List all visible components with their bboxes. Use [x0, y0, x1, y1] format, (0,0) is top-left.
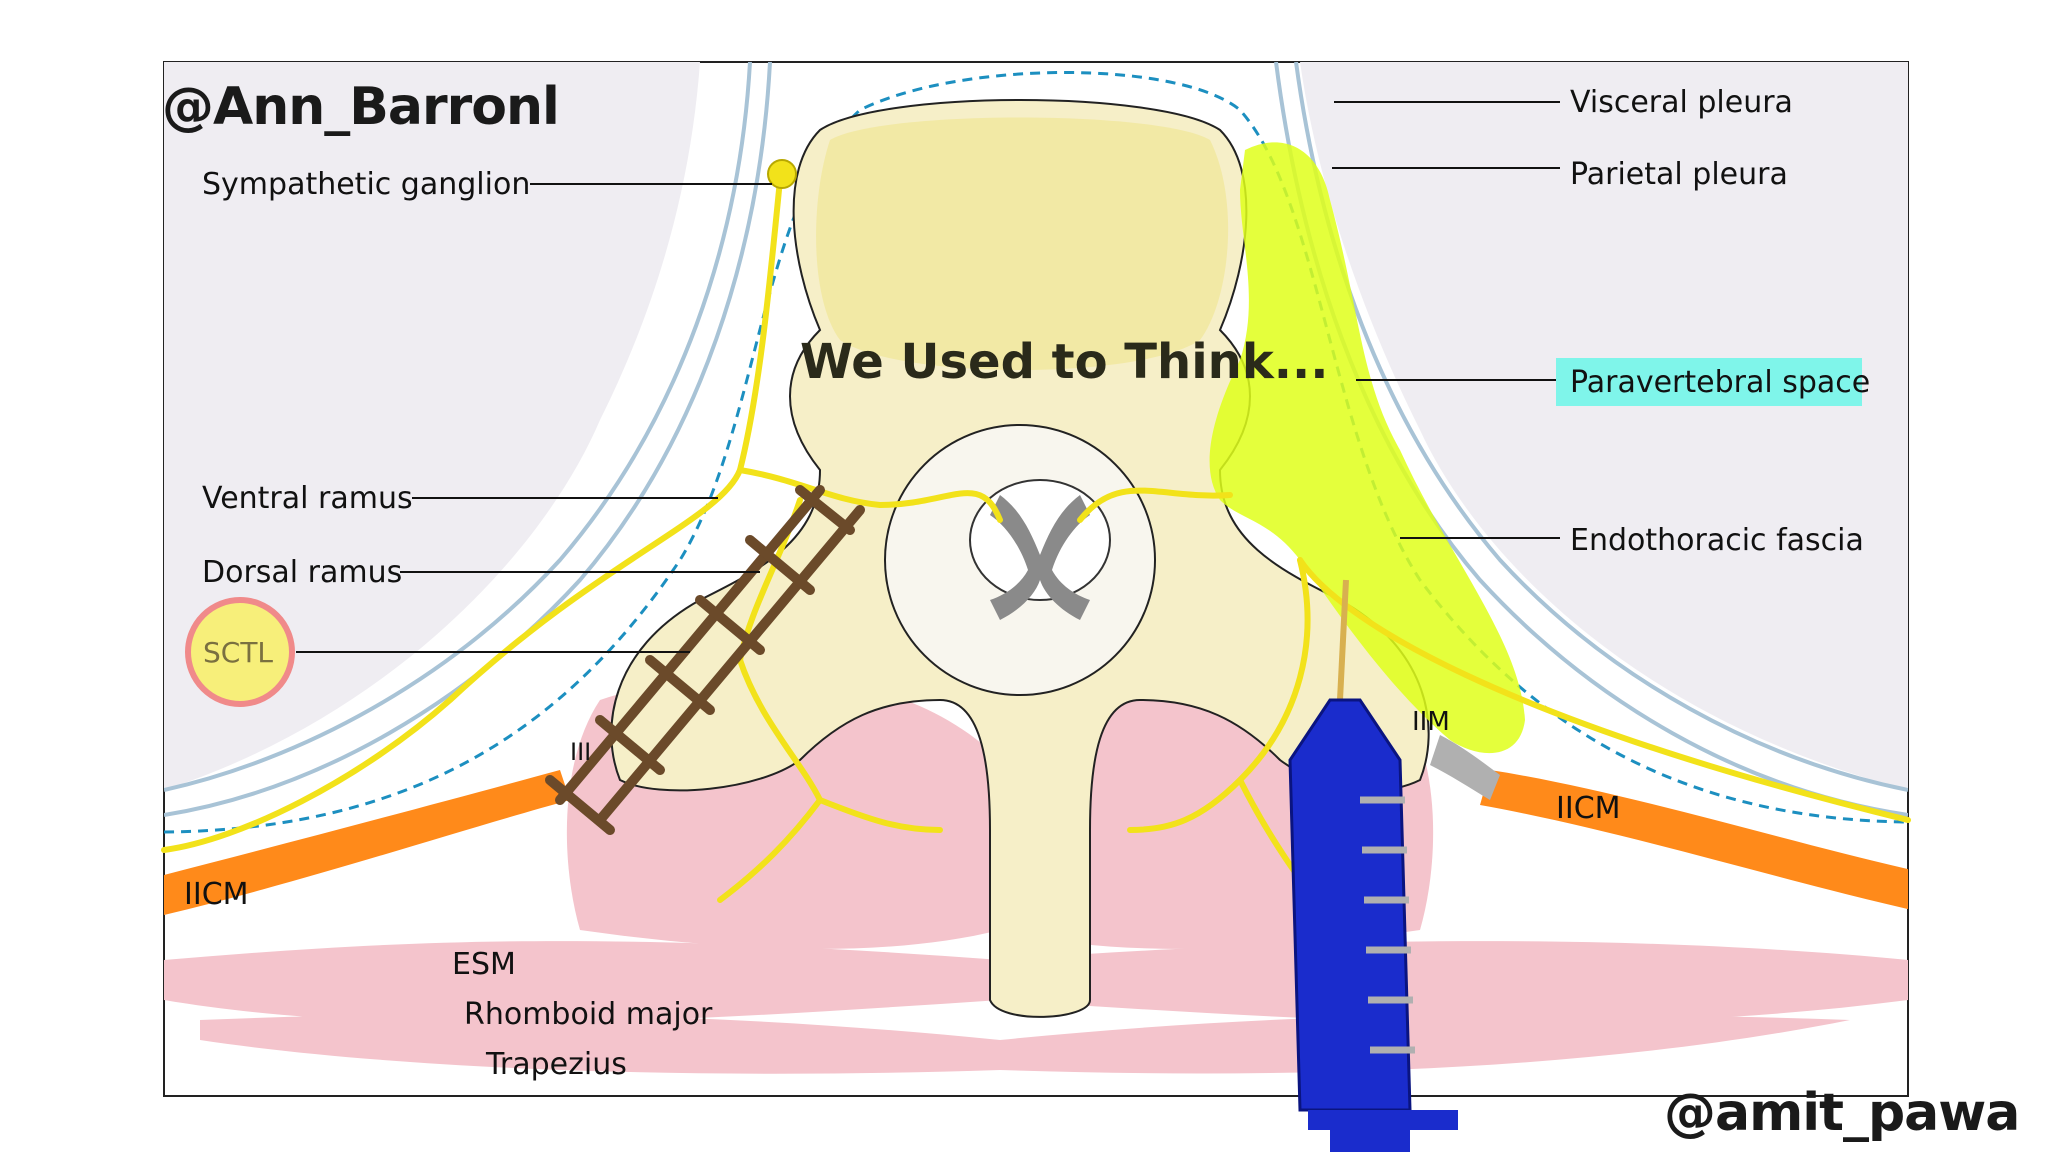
paravertebral-label-highlight	[1556, 358, 1862, 406]
label-paravertebral-space: Paravertebral space	[1570, 365, 1870, 400]
left-iicm	[164, 770, 570, 915]
endothoracic-fascia-line	[164, 71, 1908, 834]
right-lung-region	[1300, 62, 1908, 790]
leader-lines	[296, 101, 1560, 653]
paravertebral-space-highlight	[1209, 142, 1525, 754]
label-visceral-pleura: Visceral pleura	[1570, 85, 1793, 120]
overlay-title: We Used to Think...	[800, 334, 1328, 390]
label-parietal-pleura: Parietal pleura	[1570, 157, 1788, 192]
label-trapezius: Trapezius	[485, 1047, 627, 1082]
label-dorsal-ramus: Dorsal ramus	[202, 555, 402, 590]
right-iim-band	[1430, 735, 1500, 800]
sctl-marker	[185, 597, 295, 707]
label-endothoracic-fascia: Endothoracic fascia	[1570, 523, 1864, 558]
ladder-bracket-icon	[545, 485, 865, 835]
left-parietal-pleura-line	[164, 62, 772, 817]
right-iicm	[1480, 770, 1908, 910]
label-sctl: SCTL	[203, 636, 273, 669]
trapezius-muscle	[200, 1014, 1850, 1074]
label-iim-right: IIM	[1412, 707, 1450, 737]
nerves	[161, 177, 1911, 923]
handle-bottom-right: @amit_pawa	[1664, 1083, 2019, 1143]
label-iim-left: III	[570, 738, 591, 766]
left-visceral-pleura-line	[164, 62, 752, 792]
label-ventral-ramus: Ventral ramus	[202, 481, 413, 516]
handle-top-left: @Ann_Barronl	[162, 77, 559, 137]
label-iicm-left: IICM	[184, 877, 249, 912]
label-rhomboid-major: Rhomboid major	[464, 997, 713, 1032]
sympathetic-ganglion-node	[767, 159, 797, 189]
label-iicm-right: IICM	[1556, 791, 1621, 826]
left-lung-region	[164, 62, 700, 790]
label-sympathetic-ganglion: Sympathetic ganglion	[202, 167, 530, 202]
label-esm: ESM	[452, 947, 516, 982]
syringe-icon	[1288, 579, 1458, 1152]
